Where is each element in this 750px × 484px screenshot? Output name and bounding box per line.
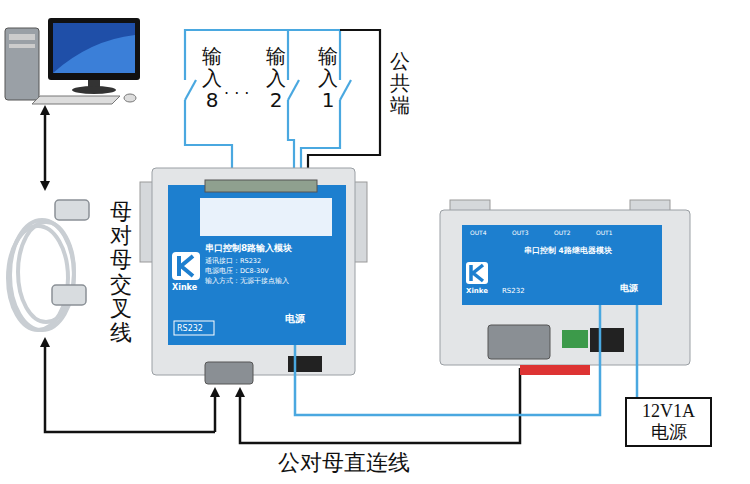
- double-arrow: [44, 110, 47, 186]
- node-text: 电源电压：DC8-30V: [205, 268, 269, 275]
- node-text: 串口控制8路输入模块: [205, 243, 292, 253]
- input-wiring: [185, 30, 380, 186]
- module-panel: 串口控制 4路继电器模块 Xinke RS232 电源: [462, 225, 662, 305]
- label: OUT1: [596, 229, 613, 236]
- cable-icon: [8, 200, 89, 330]
- cable-line: [214, 392, 217, 432]
- node-text: 串口控制 4路继电器模块: [524, 247, 612, 256]
- vertical-label: 输入8: [202, 45, 222, 111]
- cable-line: [240, 368, 520, 443]
- label: OUT3: [512, 229, 529, 236]
- label: 公对母直连线: [278, 448, 410, 478]
- node-text: Xinke: [172, 283, 197, 292]
- node-text: 12V1A 电源: [639, 401, 699, 442]
- node-text: Xinke: [466, 287, 488, 295]
- label: · · ·: [224, 84, 249, 103]
- vertical-label: 公共端: [390, 50, 410, 116]
- power-box: 12V1A 电源: [625, 397, 712, 447]
- label: OUT4: [470, 229, 487, 236]
- node-text: 电源: [620, 283, 638, 293]
- vertical-label: 母对母交叉线: [110, 200, 132, 345]
- wire-connector: [636, 305, 639, 397]
- wire-connector: [295, 305, 600, 415]
- computer-icon: [5, 18, 140, 104]
- node-text: 通讯接口：RS232: [205, 258, 261, 265]
- vertical-label: 输入1: [318, 45, 338, 111]
- module-panel: 串口控制8路输入模块通讯接口：RS232 电源电压：DC8-30V 输入方式：无源干…: [168, 185, 346, 345]
- node-text: 输入方式：无源干接点输入: [205, 278, 289, 285]
- node-text: 电源: [285, 313, 305, 325]
- relay-module-housing: [440, 200, 690, 375]
- vertical-label: 输入2: [266, 45, 286, 111]
- input-module-housing: [140, 168, 367, 384]
- label: OUT2: [554, 229, 571, 236]
- node-text: RS232: [177, 324, 203, 333]
- node-text: RS232: [502, 287, 525, 295]
